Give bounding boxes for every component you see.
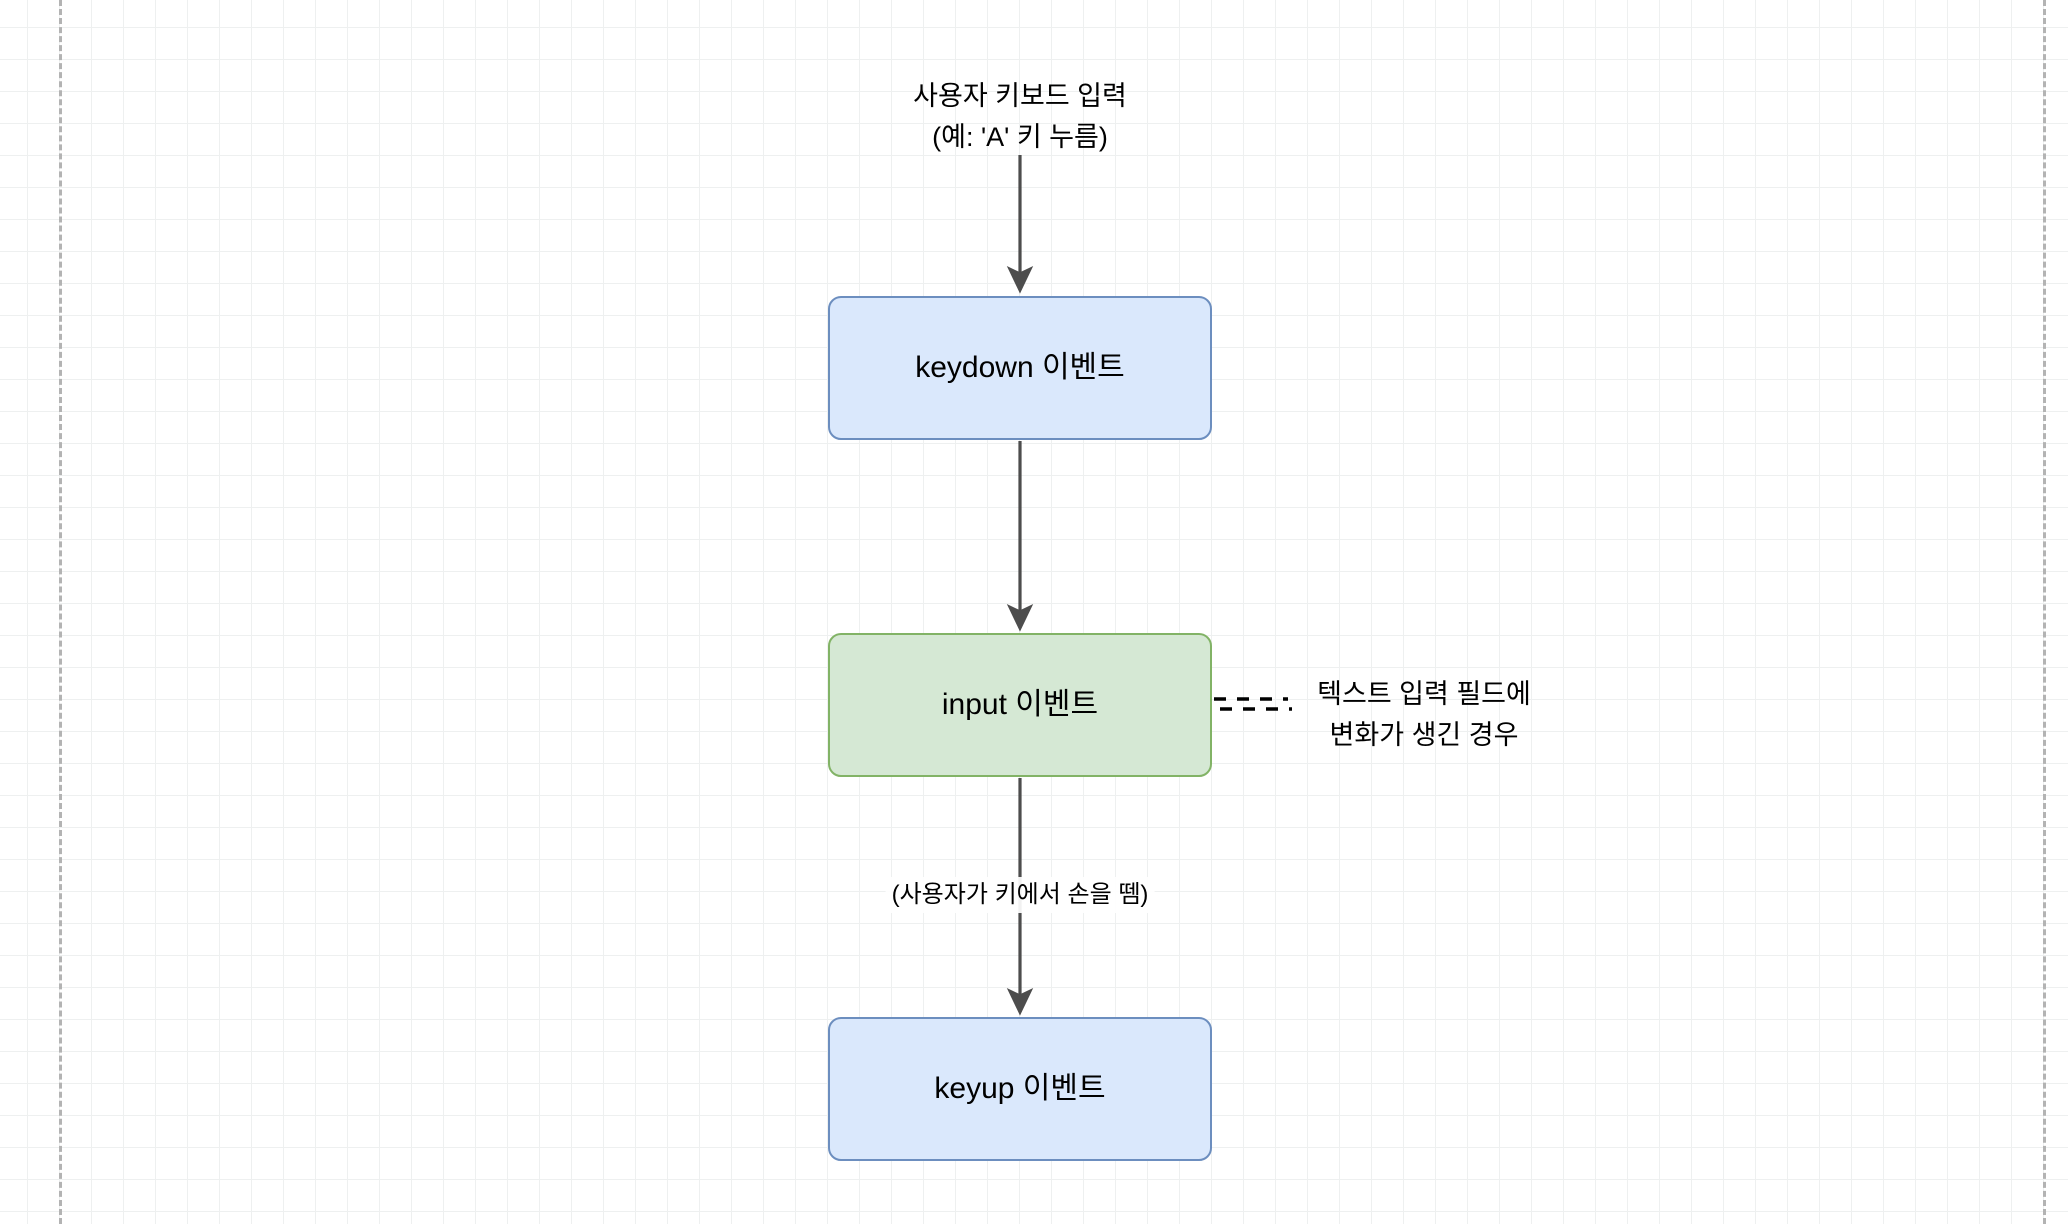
- source-input-label-line1: 사용자 키보드 입력: [913, 81, 1127, 111]
- node-keydown-event-label: keydown 이벤트: [915, 351, 1125, 384]
- input-event-note: 텍스트 입력 필드에 변화가 생긴 경우: [1317, 674, 1531, 755]
- page-break-left: [59, 0, 62, 1224]
- input-event-note-line2: 변화가 생긴 경우: [1329, 719, 1519, 750]
- node-keyup-event-label: keyup 이벤트: [934, 1072, 1106, 1105]
- source-input-label: 사용자 키보드 입력 (예: 'A' 키 누름): [913, 76, 1127, 157]
- node-keyup-event[interactable]: keyup 이벤트: [828, 1017, 1212, 1161]
- edge-label-key-release: (사용자가 키에서 손을 뗌): [885, 877, 1155, 913]
- source-input-label-line2: (예: 'A' 키 누름): [932, 121, 1108, 152]
- node-keydown-event[interactable]: keydown 이벤트: [828, 296, 1212, 440]
- node-input-event-label: input 이벤트: [941, 688, 1099, 721]
- node-input-event[interactable]: input 이벤트: [828, 633, 1212, 777]
- page-break-right: [2043, 0, 2046, 1224]
- input-event-note-line1: 텍스트 입력 필드에: [1317, 679, 1531, 709]
